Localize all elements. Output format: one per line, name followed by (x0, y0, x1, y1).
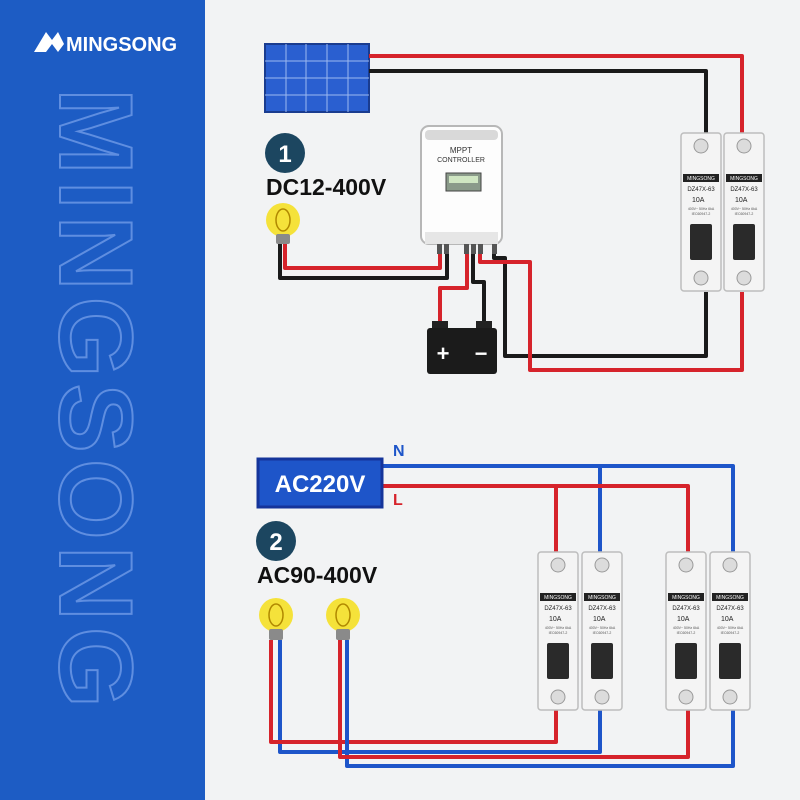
step-2-number: 2 (269, 529, 282, 556)
ac-breaker-3-spec2: IEC60947-2 (677, 631, 696, 635)
ac-breaker-1-rating: 10A (549, 616, 562, 623)
dc-breaker-left-rating: 10A (692, 197, 705, 204)
ac-breaker-2 (581, 551, 623, 711)
mppt-controller (420, 125, 503, 254)
ac-breaker-3-rating: 10A (677, 616, 690, 623)
dc-breaker-right-spec1: 400V~ 50Hz 6kA (731, 207, 758, 211)
brand-sidebar: MINGSONG MINGSONG (0, 0, 205, 800)
ac-breaker-1-spec1: 400V~ 50Hz 6kA (545, 626, 572, 630)
dc-breaker-left-brand: MINGSONG (687, 176, 715, 182)
panel-positive-wire (369, 54, 744, 135)
ac-neutral-bus (383, 464, 735, 552)
ac-breaker-3-spec1: 400V~ 50Hz 6kA (673, 626, 700, 630)
dc-breaker-left-model: DZ47X-63 (687, 187, 715, 193)
lightbulb-icon (259, 598, 293, 640)
logo-icon (34, 32, 64, 52)
step-1-badge (265, 133, 305, 173)
ac-breaker-1-spec2: IEC60947-2 (549, 631, 568, 635)
live-label: L (393, 492, 403, 509)
dc-breaker-right-spec2: IEC60947-2 (735, 212, 754, 216)
dc-breaker-left (680, 132, 722, 292)
ac-breaker-4-rating: 10A (721, 616, 734, 623)
breaker-to-controller-red (478, 242, 744, 372)
load-negative-wire (278, 232, 449, 280)
ac-breaker-3 (665, 551, 707, 711)
dc-breaker-right-rating: 10A (735, 197, 748, 204)
ac-source-box (256, 457, 384, 509)
battery-plus-symbol: + (437, 341, 450, 366)
battery-positive-wire (438, 242, 469, 326)
ac-breaker-2-brand: MINGSONG (588, 595, 616, 601)
step-2-badge (256, 521, 296, 561)
dc-breaker-right-model: DZ47X-63 (730, 187, 758, 193)
load-2-live (338, 640, 690, 759)
dc-breaker-right-brand: MINGSONG (730, 176, 758, 182)
ac-breaker-3-brand: MINGSONG (672, 595, 700, 601)
ac-breaker-2-spec2: IEC60947-2 (593, 631, 612, 635)
ac-breaker-4-model: DZ47X-63 (716, 606, 744, 612)
load-1-live (269, 640, 558, 744)
lightbulb-icon (326, 598, 360, 640)
ac-breaker-1 (537, 551, 579, 711)
battery-negative-wire (471, 242, 486, 326)
dc-voltage-label: DC12-400V (266, 174, 387, 200)
neutral-label: N (393, 443, 405, 460)
wiring-diagram-area: 1 DC12-400V MPPT CONTROLLER (205, 0, 800, 800)
ac-breaker-2-spec1: 400V~ 50Hz 6kA (589, 626, 616, 630)
ac-live-bus (383, 484, 690, 552)
ac-source-label: AC220V (275, 471, 366, 498)
sidebar-graphics: MINGSONG MINGSONG (34, 32, 177, 715)
ac-breaker-2-model: DZ47X-63 (588, 606, 616, 612)
ac-breaker-3-model: DZ47X-63 (672, 606, 700, 612)
dc-breaker-right (723, 132, 765, 292)
step-1-number: 1 (278, 141, 291, 168)
wiring-diagram: 1 DC12-400V MPPT CONTROLLER (256, 43, 765, 768)
ac-breaker-4 (709, 551, 751, 711)
lightbulb-icon (266, 203, 300, 244)
watermark-text: MINGSONG (37, 88, 153, 714)
ac-breaker-2-rating: 10A (593, 616, 606, 623)
load-positive-wire (283, 232, 442, 270)
battery-minus-symbol: − (475, 341, 488, 366)
ac-breaker-4-spec1: 400V~ 50Hz 6kA (717, 626, 744, 630)
dc-breaker-left-spec2: IEC60947-2 (692, 212, 711, 216)
load-1-neutral (278, 640, 602, 754)
dc-breaker-left-spec1: 400V~ 50Hz 6kA (688, 207, 715, 211)
ac-breaker-4-spec2: IEC60947-2 (721, 631, 740, 635)
solar-panel (264, 43, 370, 113)
ac-breaker-1-brand: MINGSONG (544, 595, 572, 601)
battery (427, 321, 497, 374)
panel-negative-wire (369, 69, 708, 135)
ac-breaker-1-model: DZ47X-63 (544, 606, 572, 612)
ac-voltage-label: AC90-400V (257, 562, 378, 588)
logo-text: MINGSONG (66, 34, 177, 56)
controller-title-line1: MPPT (450, 146, 472, 155)
breaker-to-controller-black (492, 242, 708, 358)
ac-breaker-4-brand: MINGSONG (716, 595, 744, 601)
load-2-neutral (345, 640, 735, 768)
controller-title-line2: CONTROLLER (437, 157, 485, 164)
